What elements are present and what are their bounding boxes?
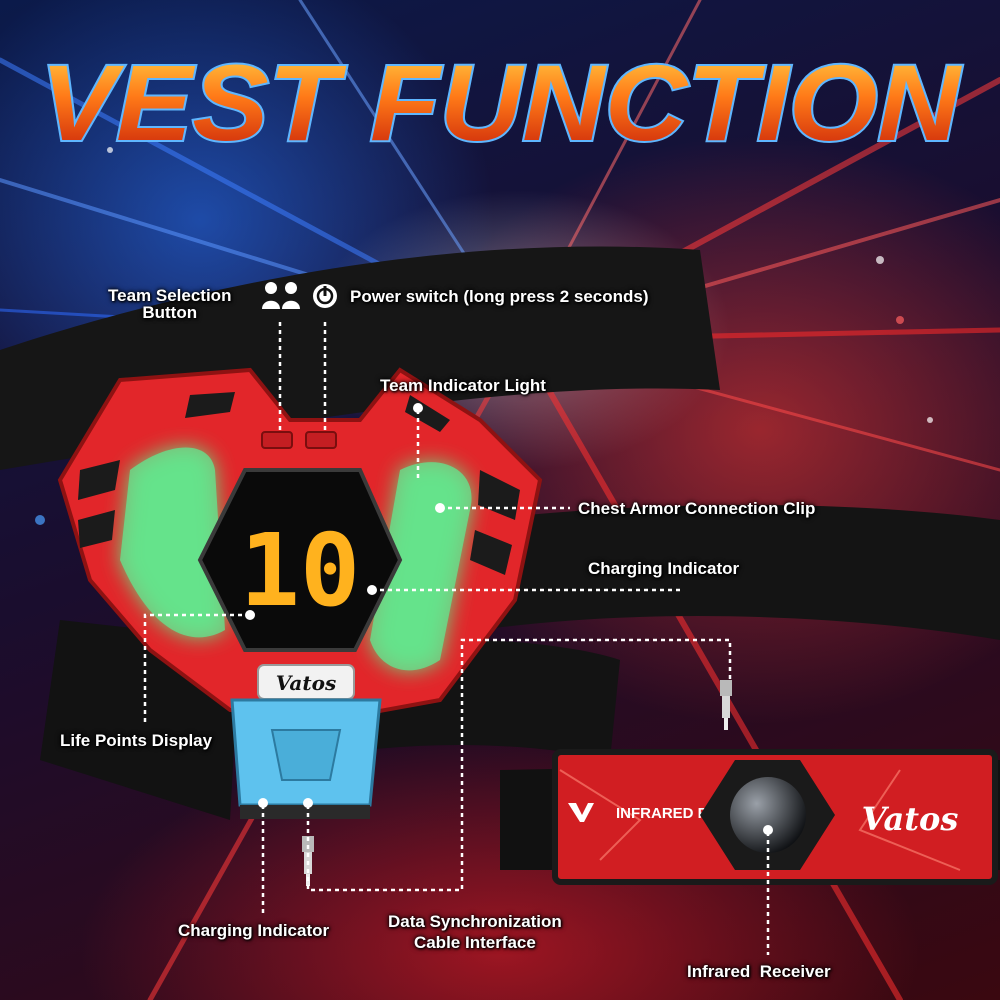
callout-anchor-dots — [245, 403, 773, 835]
label-charging-indicator-right: Charging Indicator — [588, 559, 740, 578]
label-team-selection: Team Selection Button — [108, 286, 232, 322]
power-icon — [313, 284, 337, 308]
life-points-screen: 10 — [197, 468, 403, 652]
infrared-sensor-module: INFRARED RAY Vatos — [552, 749, 998, 885]
infrared-ray-text: INFRARED RAY — [616, 805, 728, 822]
label-life-points-display: Life Points Display — [60, 731, 213, 750]
page-title: VEST FUNCTION — [38, 40, 964, 165]
label-chest-armor-clip: Chest Armor Connection Clip — [578, 499, 816, 518]
charging-clip: Vatos — [230, 664, 382, 819]
infrared-ray-logo — [568, 803, 594, 822]
life-points-digits: 10 — [240, 512, 360, 629]
label-power-switch: Power switch (long press 2 seconds) — [350, 287, 649, 306]
sensor-brand-logo: Vatos — [862, 800, 959, 838]
label-charging-indicator-bottom: Charging Indicator — [178, 921, 330, 940]
infrared-receiver-dome — [730, 777, 806, 853]
label-infrared-receiver: Infrared Receiver — [687, 962, 831, 981]
vest-brand-logo: Vatos — [276, 671, 336, 695]
title-text: VEST FUNCTION — [40, 42, 962, 163]
label-data-sync-interface: Data Synchronization Cable Interface — [388, 912, 562, 952]
team-people-icon — [262, 282, 300, 309]
label-team-indicator-light: Team Indicator Light — [380, 376, 546, 395]
callout-leaders — [143, 322, 770, 955]
sync-cable-plug-top — [720, 680, 732, 730]
